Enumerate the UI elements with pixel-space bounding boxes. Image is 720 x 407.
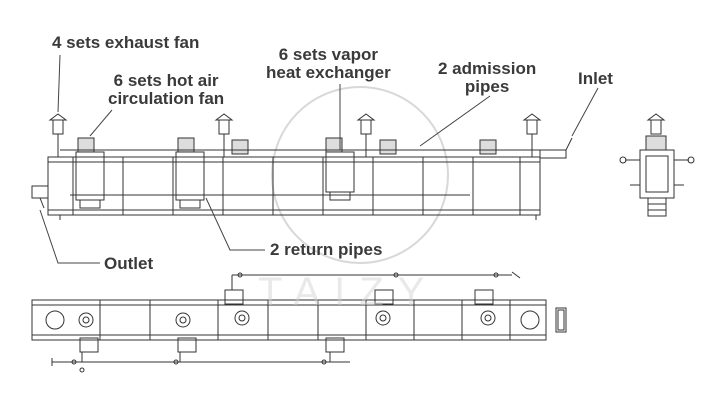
label-outlet: Outlet [104,255,153,273]
heat-exchanger-boxes [75,151,355,209]
label-hot-air-fan-line2: circulation fan [108,89,225,108]
label-exhaust-fan-text: 4 sets exhaust fan [52,33,200,52]
leader-inlet [571,87,599,137]
support-legs [59,215,537,220]
leader-return [205,197,265,251]
top-view [31,271,567,373]
label-vapor-hx-line2: heat exchanger [266,63,391,82]
label-admission-line1: 2 admission [438,59,537,78]
leader-outlet [39,209,100,264]
top-section-dividers [99,300,511,340]
leader-lines [39,54,599,264]
leader-exhaust-fan [57,54,61,113]
leader-admission [419,95,491,147]
label-return-pipes: 2 return pipes [270,241,382,259]
label-outlet-text: Outlet [104,254,154,273]
label-admission-line2: pipes [464,77,510,96]
end-view [619,113,695,217]
watermark: TAIZY [258,270,439,314]
top-heat-exchangers [79,289,494,353]
watermark-logo [271,86,449,264]
top-fans [45,310,540,330]
leader-hot-air-fan [89,109,113,137]
end-body [639,149,675,199]
top-body [31,299,547,341]
section-dividers [72,157,521,215]
label-hot-air-fan: 6 sets hot air circulation fan [108,72,224,108]
exhaust-chimneys [48,113,542,157]
inlet-hopper [539,137,573,159]
label-inlet: Inlet [578,70,613,88]
label-hot-air-fan-line1: 6 sets hot air [113,71,219,90]
hot-air-fan-motors [77,137,497,155]
label-exhaust-fan: 4 sets exhaust fan [52,34,199,52]
label-admission: 2 admission pipes [438,60,536,96]
side-view [31,113,573,220]
label-inlet-text: Inlet [578,69,613,88]
dryer-body [47,156,541,216]
outlet-chute [31,185,49,209]
label-vapor-hx: 6 sets vapor heat exchanger [266,46,391,82]
top-admission-valves [237,272,499,278]
label-vapor-hx-line1: 6 sets vapor [278,45,378,64]
top-return-valves [71,359,327,373]
label-return-pipes-text: 2 return pipes [270,240,383,259]
top-inlet [555,307,567,333]
